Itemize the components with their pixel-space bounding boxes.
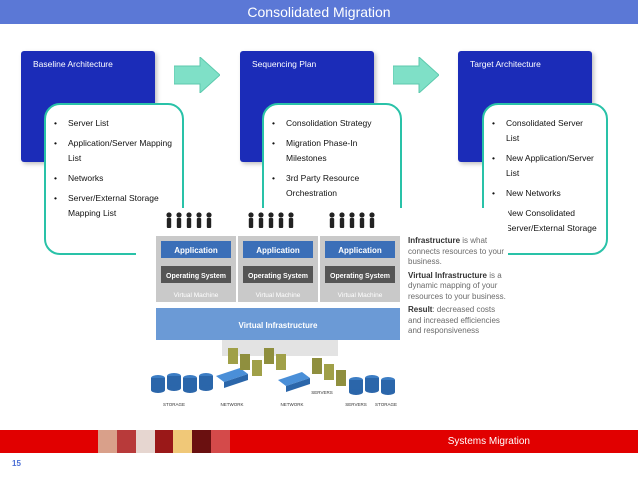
phase-sequencing-label: Sequencing Plan (252, 59, 317, 69)
phase-baseline-label: Baseline Architecture (33, 59, 113, 69)
diagram-label: SERVERS (345, 402, 366, 407)
list-item: New Application/Server List (490, 151, 598, 181)
list-item: Consolidation Strategy (270, 116, 392, 131)
vm-label: Virtual Machine (174, 292, 219, 299)
diagram-label: SERVERS (311, 390, 332, 395)
app-label: Application (174, 246, 218, 255)
users-icon (166, 212, 375, 228)
slide-title: Consolidated Migration (0, 0, 638, 24)
description-result: Result: decreased costs and increased ef… (408, 305, 500, 335)
os-label: Operating System (248, 273, 308, 280)
target-card: Consolidated Server List New Application… (482, 103, 608, 255)
diagram-label: STORAGE (375, 402, 397, 407)
network-switch-icon (278, 372, 310, 392)
footer-bar (0, 430, 638, 453)
virtual-infrastructure-bar (156, 308, 400, 340)
app-label: Application (338, 246, 382, 255)
description-virtual-infrastructure: Virtual Infrastructure is a dynamic mapp… (408, 270, 506, 301)
storage-icon (349, 375, 395, 395)
phase-target-label: Target Architecture (470, 59, 541, 69)
list-item: Server/External Storage Mapping List (52, 191, 174, 221)
arrow-right-icon (174, 57, 220, 93)
footer-image-strip (98, 430, 231, 453)
virtualization-diagram: Application Operating System Virtual Mac… (136, 208, 508, 416)
arrow-right-icon (393, 57, 439, 93)
diagram-description: Infrastructure is what connects resource… (408, 236, 508, 337)
connector (222, 340, 338, 356)
vm-label: Virtual Machine (256, 292, 301, 299)
vm-stack: Application Operating System Virtual Mac… (320, 236, 400, 302)
diagram-label: STORAGE (163, 402, 185, 407)
description-infrastructure: Infrastructure is what connects resource… (408, 236, 505, 266)
list-item: Networks (52, 171, 174, 186)
vm-stack: Application Operating System Virtual Mac… (238, 236, 318, 302)
network-switch-icon (216, 368, 248, 388)
app-label: Application (256, 246, 300, 255)
list-item: Server List (52, 116, 174, 131)
vm-label: Virtual Machine (338, 292, 383, 299)
servers-icon (228, 348, 346, 386)
list-item: New Networks (490, 186, 598, 201)
list-item: Migration Phase-In Milestones (270, 136, 392, 166)
virtualization-diagram-graphic: Application Operating System Virtual Mac… (151, 212, 400, 407)
page-number: 15 (12, 459, 21, 468)
diagram-label: NETWORK (221, 402, 244, 407)
os-label: Operating System (330, 273, 390, 280)
list-item: 3rd Party Resource Orchestration (270, 171, 392, 201)
virtual-infrastructure-label: Virtual Infrastructure (239, 321, 319, 330)
list-item: Consolidated Server List (490, 116, 598, 146)
storage-icon (151, 373, 213, 393)
vm-stack: Application Operating System Virtual Mac… (156, 236, 236, 302)
diagram-label: NETWORK (281, 402, 304, 407)
os-label: Operating System (166, 273, 226, 280)
list-item: Application/Server Mapping List (52, 136, 174, 166)
footer-label: Systems Migration (447, 436, 530, 447)
